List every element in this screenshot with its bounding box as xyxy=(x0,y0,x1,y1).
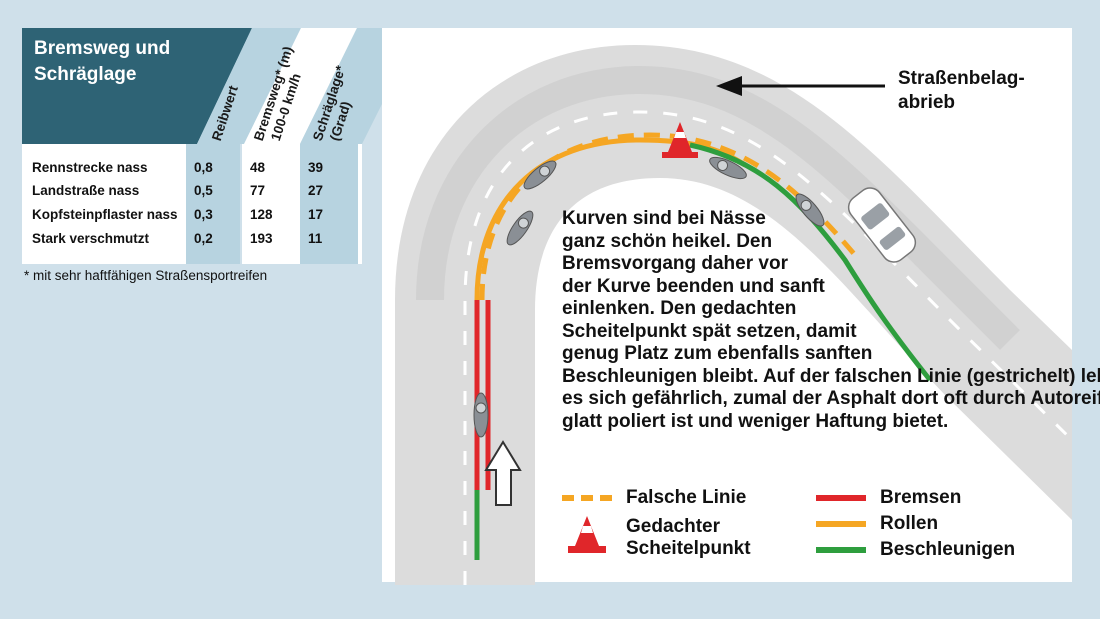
row-label: Kopfsteinpflaster nass xyxy=(32,207,178,222)
cell-reibwert: 0,5 xyxy=(194,183,213,198)
road-label-arrow-icon xyxy=(716,76,885,96)
road-label-line2: abrieb xyxy=(898,92,956,113)
legend-apex-label: Gedachter Scheitelpunkt xyxy=(626,516,751,560)
legend-apex-line2: Scheitelpunkt xyxy=(626,538,751,559)
cell-bremsweg: 48 xyxy=(250,160,266,175)
legend-apex-cone-icon xyxy=(568,516,606,553)
info-line: ganz schön heikel. Den xyxy=(562,230,773,252)
table-title: Bremsweg und Schräglage xyxy=(34,36,224,88)
table-title-line1: Bremsweg und xyxy=(34,38,171,59)
info-line: einlenken. Den gedachten xyxy=(562,298,797,319)
road-center-dash xyxy=(463,110,1074,585)
cell-reibwert: 0,2 xyxy=(194,231,213,246)
motorcycle-icon xyxy=(473,392,489,438)
legend-accelerate-label: Beschleunigen xyxy=(880,539,1016,560)
row-label: Stark verschmutzt xyxy=(32,231,150,246)
road xyxy=(395,45,1072,585)
info-line: genug Platz zum ebenfalls sanften xyxy=(562,343,873,364)
info-line: Beschleunigen bleibt. Auf der falschen L… xyxy=(562,365,1100,387)
motorcycle-icon xyxy=(709,156,747,180)
motorcycle-icon xyxy=(506,210,534,246)
info-text-block: Kurven sind bei Nässe ganz schön heikel.… xyxy=(562,208,1100,433)
info-line: glatt poliert ist und weniger Haftung bi… xyxy=(562,410,949,432)
car-icon xyxy=(847,187,917,263)
direction-arrow-icon xyxy=(484,440,522,506)
cell-bremsweg: 77 xyxy=(250,183,266,198)
legend-brake-label: Bremsen xyxy=(880,487,962,508)
cell-reibwert: 0,8 xyxy=(194,160,213,175)
road-abrasion-label: Straßenbelag- abrieb xyxy=(898,67,1025,115)
info-line: es sich gefährlich, zumal der Asphalt do… xyxy=(562,388,1100,409)
info-line: der Kurve beenden und sanft xyxy=(562,275,825,297)
cell-schraeglage: 39 xyxy=(308,160,324,175)
row-label: Landstraße nass xyxy=(32,183,140,198)
info-line: Scheitelpunkt spät setzen, damit xyxy=(562,320,857,342)
table-title-line2: Schräglage xyxy=(34,64,137,85)
info-line: Kurven sind bei Nässe xyxy=(562,208,766,229)
legend-false-line-label: Falsche Linie xyxy=(626,487,747,508)
motorcycle-icon xyxy=(795,193,825,227)
cell-reibwert: 0,3 xyxy=(194,207,213,222)
cell-schraeglage: 17 xyxy=(308,207,324,222)
info-line: Bremsvorgang daher vor xyxy=(562,253,788,274)
cell-bremsweg: 193 xyxy=(250,231,273,246)
legend-apex-line1: Gedachter xyxy=(626,516,720,537)
table-background xyxy=(22,28,420,264)
cell-bremsweg: 128 xyxy=(250,207,273,222)
ideal-line-accelerate xyxy=(689,142,932,382)
table-footnote: * mit sehr haftfähigen Straßensportreife… xyxy=(24,268,268,283)
motorcycle-icon xyxy=(523,160,557,190)
data-table: Bremsweg und Schräglage Reibwert Bremswe… xyxy=(22,28,422,264)
road-label-line1: Straßenbelag- xyxy=(898,68,1025,89)
legend-roll-label: Rollen xyxy=(880,513,939,534)
apex-cone-icon xyxy=(662,122,698,158)
cell-schraeglage: 27 xyxy=(308,183,324,198)
cell-schraeglage: 11 xyxy=(308,231,323,246)
row-label: Rennstrecke nass xyxy=(32,160,148,175)
